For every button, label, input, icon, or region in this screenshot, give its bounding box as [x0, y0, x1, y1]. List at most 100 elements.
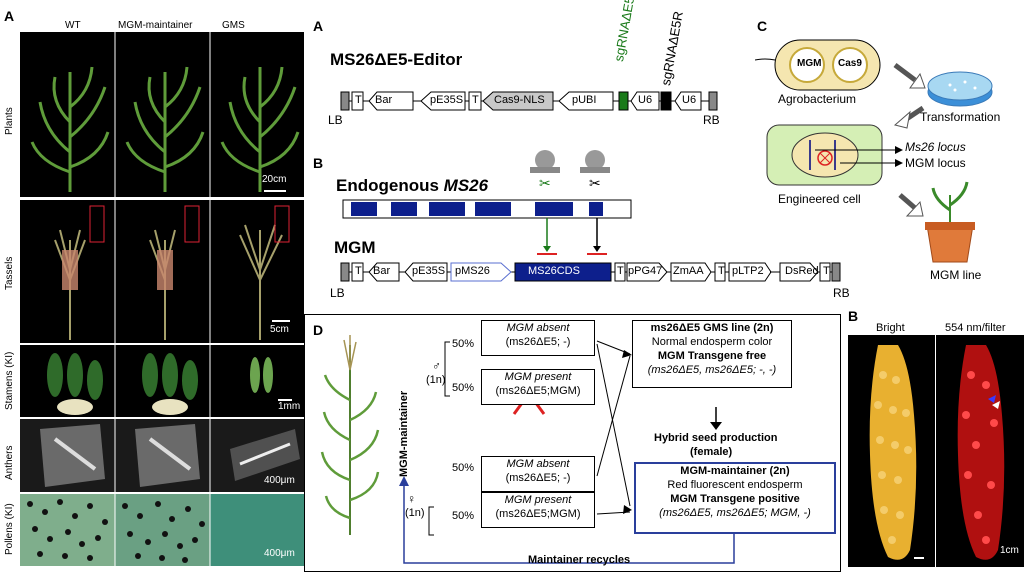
scale-bar [914, 557, 924, 559]
editor-pe35s: pE35S [430, 94, 464, 106]
agro-mgm: MGM [797, 58, 822, 69]
g3-genotype: (ms26ΔE5; -) [505, 472, 571, 484]
panel-b-ears-letter: B [848, 308, 859, 324]
mgm-ppg47: pPG47 [628, 265, 663, 277]
filter-label: 554 nm/filter [945, 322, 1006, 334]
svg-text:✂: ✂ [589, 175, 601, 191]
mgm-lb: LB [330, 286, 345, 300]
female-symbol: ♀ [407, 492, 416, 506]
photo-plants: 20cm [20, 32, 304, 197]
female-1n: (1n) [405, 507, 425, 519]
editor-title: MS26ΔE5-Editor [330, 50, 463, 69]
g4-gene: MGM present [504, 494, 572, 506]
transformation-label: Transformation [920, 110, 1001, 124]
editor-construct [340, 91, 718, 111]
maintainer-recycles-label: Maintainer recycles [528, 554, 631, 566]
row-label-stamens: Stamens (KI) [4, 351, 15, 410]
gamete-box-3: MGM absent (ms26ΔE5; -) [481, 456, 595, 492]
scale-1cm: 1cm [1000, 545, 1019, 556]
scale-bar [272, 320, 290, 322]
scale-20cm: 20cm [262, 174, 287, 185]
mgm-rb: RB [833, 286, 850, 300]
ear-bright-photo [848, 335, 935, 567]
male-symbol: ♂ [432, 359, 441, 373]
mgm-t4: T [823, 265, 830, 277]
stamens-image [47, 345, 273, 417]
panel-rd-letter: D [313, 322, 324, 338]
mgm-construct-label: MGM [334, 238, 376, 257]
col-label-gms: GMS [222, 20, 245, 31]
g2-genotype: (ms26ΔE5;MGM) [495, 385, 581, 397]
mgm-pltp2: pLTP2 [732, 265, 764, 277]
editor-cas9: Cas9-NLS [494, 94, 545, 106]
gamete-box-1: MGM absent (ms26ΔE5; -) [481, 320, 595, 356]
panel-rc-letter: C [757, 18, 768, 34]
scale-400um-pollens: 400μm [264, 548, 295, 559]
photo-tassels: 5cm [20, 200, 304, 343]
ear-fluorescent-image [957, 345, 1005, 560]
mgm-pe35s: pE35S [412, 265, 446, 277]
scale-400um-anthers: 400μm [264, 475, 295, 486]
gms-genotype: (ms26ΔE5, ms26ΔE5; -, -) [647, 364, 777, 376]
mgm-locus-label: MGM locus [905, 156, 966, 170]
mgm-t1: T [355, 265, 362, 277]
pct-1: 50% [452, 338, 475, 350]
panel-a-letter: A [4, 8, 15, 24]
g4-genotype: (ms26ΔE5;MGM) [495, 508, 581, 520]
row-label-pollens: Pollens (KI) [4, 503, 15, 555]
editor-t1: T [355, 94, 362, 106]
gms-line-box: ms26ΔE5 GMS line (2n) Normal endosperm c… [632, 320, 792, 388]
ms26-locus-label: Ms26 locus [905, 140, 966, 154]
ear-bright-image [869, 345, 917, 560]
gamete-box-4: MGM present (ms26ΔE5;MGM) [481, 492, 595, 528]
pct-3: 50% [452, 462, 475, 474]
editor-lb: LB [328, 113, 343, 127]
photo-anthers: 400μm [20, 419, 304, 492]
row-label-plants: Plants [4, 107, 15, 135]
mgm-dsred: DsRed [785, 265, 819, 277]
g2-gene: MGM present [504, 371, 572, 383]
gamete-box-2: MGM present (ms26ΔE5;MGM) [481, 369, 595, 405]
gene-and-mgm-diagram: ✂ ✂ [340, 150, 772, 282]
maintainer-plant-image [320, 335, 380, 535]
anthers-image [40, 419, 300, 492]
mgm-t3: T [718, 265, 725, 277]
maint-endosperm: Red fluorescent endosperm [667, 479, 803, 491]
photo-stamens: 1mm [20, 345, 304, 417]
scale-1mm: 1mm [278, 401, 301, 412]
col-label-wt: WT [65, 20, 81, 31]
editor-rb: RB [703, 113, 720, 127]
mgm-ms26cds: MS26CDS [528, 265, 580, 277]
agro-cas9: Cas9 [838, 58, 862, 69]
bright-label: Bright [876, 322, 905, 334]
scheme-lines [399, 340, 735, 564]
tassels-image [54, 200, 290, 343]
scale-bar [264, 190, 286, 192]
endogenous-prefix: Endogenous [336, 176, 444, 195]
agrobacterium-label: Agrobacterium [778, 92, 857, 106]
mgm-construct-tail [770, 262, 841, 282]
pollens-image [20, 494, 304, 566]
panel-rb-letter: B [313, 155, 324, 171]
male-1n: (1n) [426, 374, 446, 386]
mgm-zmaa: ZmAA [673, 265, 704, 277]
row-label-anthers: Anthers [4, 445, 15, 480]
endogenous-title: Endogenous MS26 [336, 176, 488, 196]
mgm-t2: T [617, 265, 624, 277]
panel-d-frame [304, 314, 841, 572]
g1-gene: MGM absent [506, 322, 570, 334]
svg-text:✂: ✂ [539, 175, 551, 191]
editor-pubi: pUBI [572, 94, 597, 106]
maint-title: MGM-maintainer (2n) [680, 465, 790, 477]
engineered-cell-label: Engineered cell [778, 192, 861, 206]
maize-plants-image [30, 32, 300, 197]
mgm-bar: Bar [373, 265, 391, 277]
gms-endosperm: Normal endosperm color [651, 336, 773, 348]
mgm-pms26: pMS26 [455, 265, 490, 277]
mgm-line-label: MGM line [930, 268, 982, 282]
maintainer-box: MGM-maintainer (2n) Red fluorescent endo… [634, 462, 836, 534]
editor-bar: Bar [375, 94, 393, 106]
gms-transgene: MGM Transgene free [657, 350, 767, 362]
maint-genotype: (ms26ΔE5, ms26ΔE5; MGM, -) [659, 507, 811, 519]
g1-genotype: (ms26ΔE5; -) [505, 336, 571, 348]
